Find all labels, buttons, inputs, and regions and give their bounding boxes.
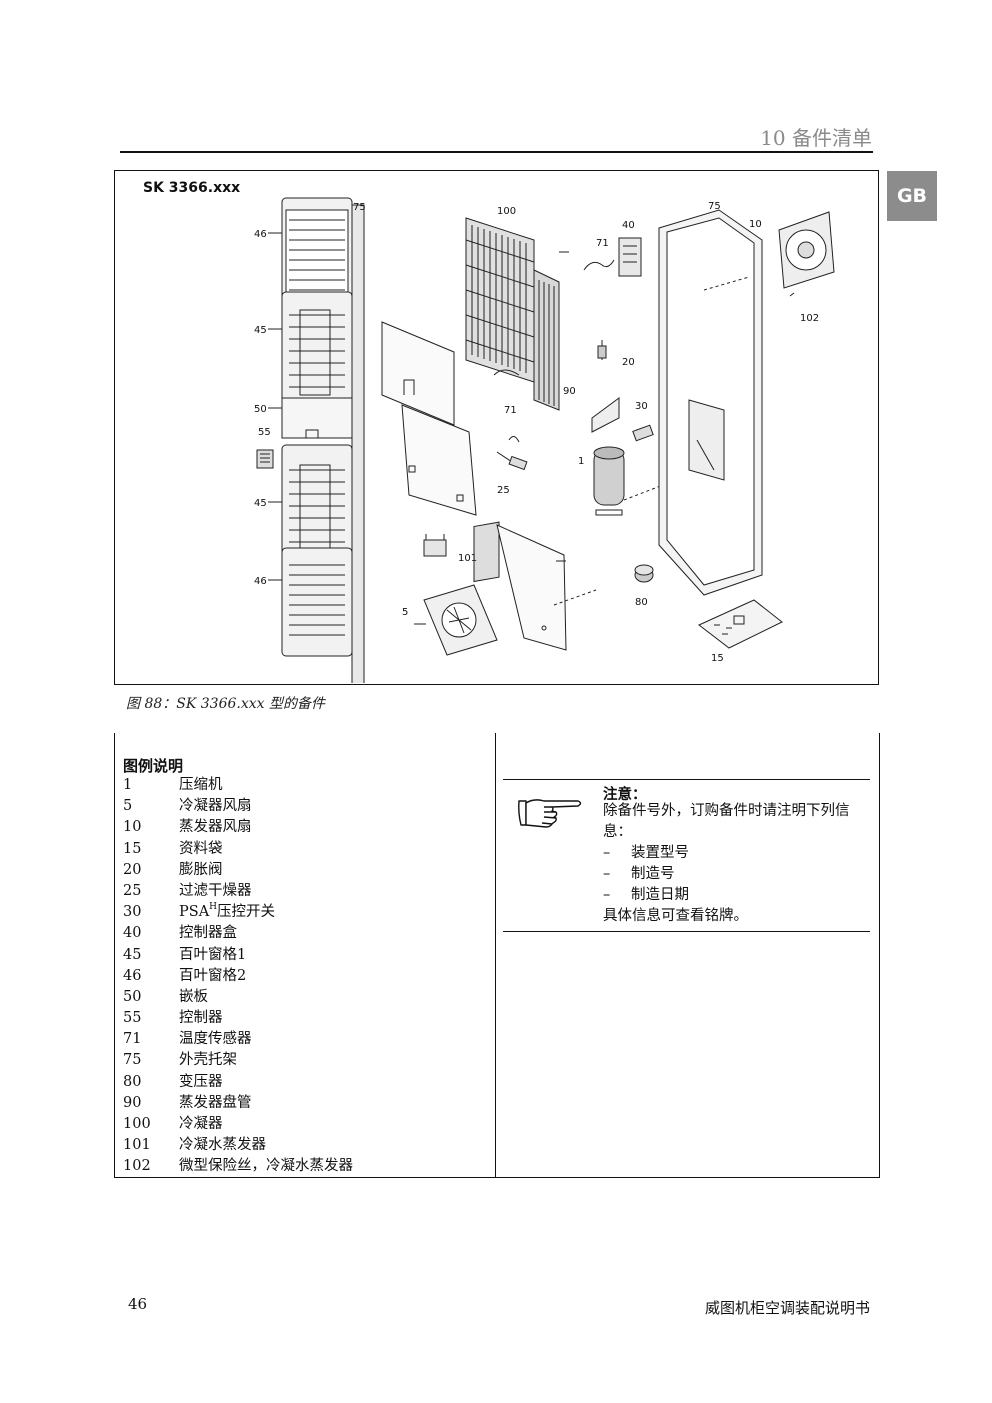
exploded-view-diagram: 75 46 45 50 55 45 46 100 71 40 75 10 102…: [254, 197, 835, 683]
figure-model-label: SK 3366.xxx: [143, 180, 241, 196]
note-outro: 具体信息可查看铭牌。: [603, 908, 748, 924]
transformer-80: [634, 564, 654, 583]
note-top-rule: [503, 779, 870, 780]
evaporator-fan-10: [778, 211, 835, 289]
insert-panel-50: [281, 397, 353, 439]
sensor-71-lower: [493, 369, 520, 376]
note-intro: 除备件号外，订购备件时请注明下列信息：: [603, 803, 850, 840]
control-box-40: [618, 237, 642, 277]
callout-20: 20: [622, 357, 635, 368]
louvre-panel-46-bottom: [281, 547, 353, 657]
note-bottom-rule: [503, 931, 870, 932]
evaporator-coil-90: [533, 269, 560, 411]
legend-title: 图例说明: [123, 757, 184, 775]
callout-46-top: 46: [254, 229, 267, 240]
filter-dryer-25: [496, 436, 528, 471]
controller-slot: [305, 429, 319, 439]
callout-90: 90: [563, 386, 576, 397]
condenser-100: [465, 217, 535, 383]
document-title: 威图机柜空调装配说明书: [704, 1299, 870, 1317]
condenser-fan-5: [423, 521, 500, 656]
callout-100: 100: [497, 206, 516, 217]
callout-50: 50: [254, 404, 267, 415]
housing-frame-75-right: [658, 209, 763, 596]
callout-55: 55: [258, 427, 271, 438]
callout-25: 25: [497, 485, 510, 496]
cover-plate: [381, 321, 455, 426]
callout-101: 101: [458, 553, 477, 564]
callout-45-top: 45: [254, 325, 267, 336]
note-list-item: –制造号: [603, 866, 675, 882]
note-body: 除备件号外，订购备件时请注明下列信息： –装置型号 –制造号 –制造日期 具体信…: [603, 801, 868, 927]
chapter-title: 10 备件清单: [760, 126, 872, 150]
documentation-bag-15: [698, 599, 783, 649]
callout-71-top: 71: [596, 238, 609, 249]
figure-caption: 图 88：SK 3366.xxx 型的备件: [126, 696, 325, 712]
callout-71-lower: 71: [504, 405, 517, 416]
sensor-71-top: [583, 259, 615, 271]
note-list-item: –装置型号: [603, 845, 689, 861]
micro-fuse-102: [789, 292, 795, 297]
expansion-valve-20: [597, 340, 607, 360]
pointing-hand-icon: [518, 799, 582, 828]
partition-plate: [401, 404, 477, 516]
callout-102: 102: [800, 313, 819, 324]
callout-46-bottom: 46: [254, 576, 267, 587]
callout-15: 15: [711, 653, 724, 664]
compressor-1: [593, 446, 625, 516]
note-list-item: –制造日期: [603, 887, 689, 903]
header-divider: [120, 151, 873, 153]
callout-75-left: 75: [353, 202, 366, 213]
pressure-switch-30: [591, 397, 654, 442]
callout-30: 30: [635, 401, 648, 412]
louvre-panel-45-bottom: [281, 444, 353, 566]
housing-frame-75: [351, 204, 365, 683]
callout-10: 10: [749, 219, 762, 230]
louvre-panel-45-top: [281, 291, 353, 413]
callout-5: 5: [402, 607, 408, 618]
legend-table: [114, 733, 880, 1178]
callout-80: 80: [635, 597, 648, 608]
controller-55: [256, 449, 274, 469]
callout-40: 40: [622, 220, 635, 231]
note-title: 注意：: [603, 787, 647, 803]
mounting-plate: [496, 524, 567, 651]
page-number: 46: [128, 1295, 148, 1313]
callout-75-right: 75: [708, 201, 721, 212]
language-tab[interactable]: GB: [887, 171, 937, 221]
table-column-divider: [495, 733, 496, 1177]
condensate-evaporator-101: [423, 534, 447, 557]
louvre-panel-46-top: [281, 197, 353, 307]
callout-1: 1: [578, 456, 584, 467]
callout-45-bottom: 45: [254, 498, 267, 509]
